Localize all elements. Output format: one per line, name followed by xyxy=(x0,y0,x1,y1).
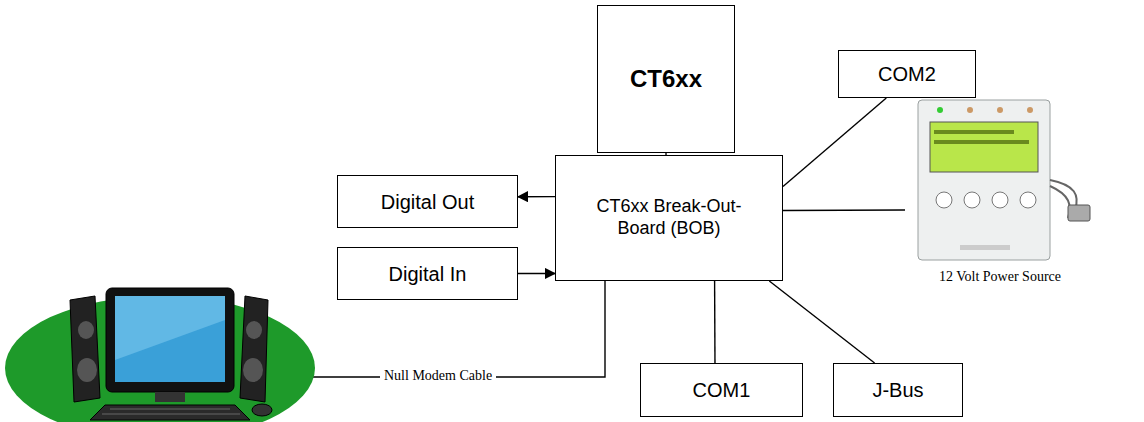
node-label: Digital Out xyxy=(381,190,474,214)
node-label: J-Bus xyxy=(872,378,923,402)
power-source-illustration xyxy=(918,100,1090,260)
module-box: CT6xx xyxy=(597,5,735,153)
node-label: CT6xx Break-Out-Board (BOB) xyxy=(584,196,754,239)
connector xyxy=(783,209,905,211)
breakout-board-box: CT6xx Break-Out-Board (BOB) xyxy=(555,155,783,281)
port-box: COM1 xyxy=(640,363,803,417)
computer-illustration xyxy=(5,288,315,422)
io-box: Digital Out xyxy=(337,175,518,228)
node-label: 12 Volt Power Source xyxy=(939,269,1061,286)
bus-box: J-Bus xyxy=(833,363,963,417)
connector xyxy=(518,196,555,198)
node-label: CT6xx xyxy=(630,65,702,94)
cable-label: Null Modem Cable xyxy=(380,368,496,384)
node-label: COM2 xyxy=(878,62,936,86)
connector xyxy=(769,281,874,363)
node-label: Digital In xyxy=(389,262,467,286)
power-source: 12 Volt Power Source xyxy=(905,95,1095,290)
io-box: Digital In xyxy=(337,247,518,300)
node-label: COM1 xyxy=(693,378,751,402)
port-box: COM2 xyxy=(838,50,976,98)
connector xyxy=(518,273,555,274)
connector xyxy=(783,98,886,187)
connector xyxy=(714,281,716,363)
